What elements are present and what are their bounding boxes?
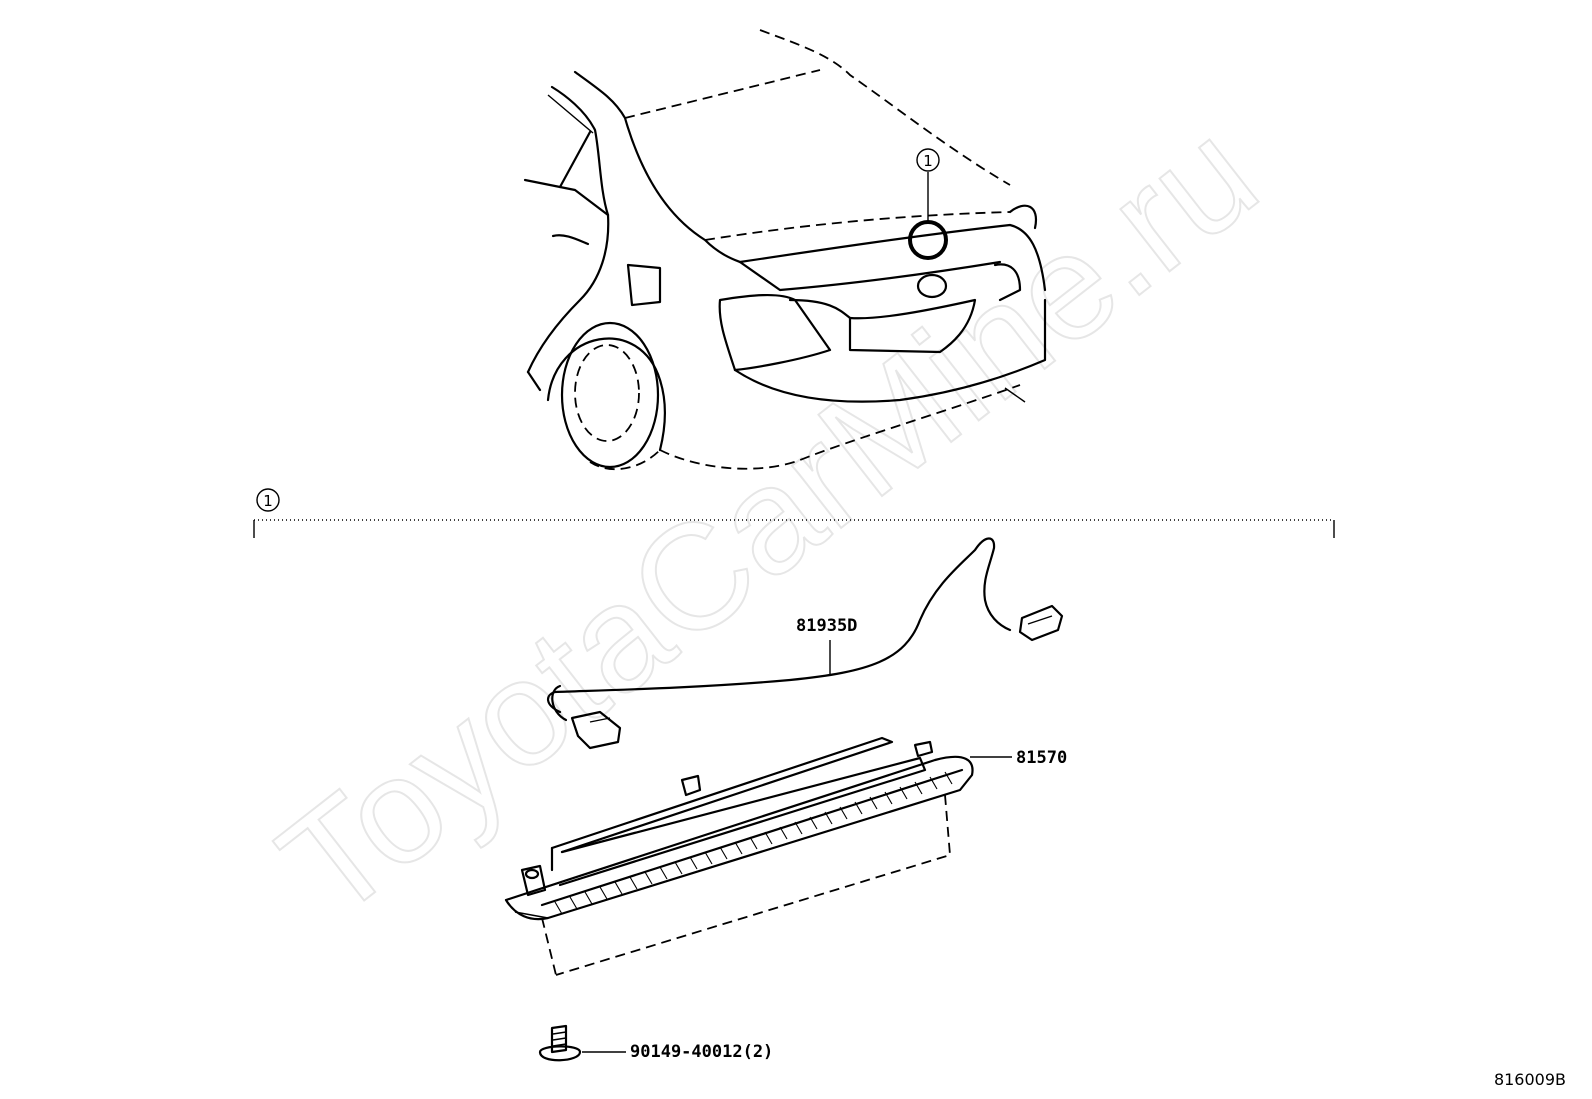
lens-hatching — [554, 771, 953, 915]
part-label-81935D: 81935D — [796, 616, 857, 636]
svg-text:1: 1 — [263, 492, 273, 510]
callout-marker-vehicle: 1 — [916, 148, 940, 172]
wire-harness — [547, 537, 1064, 750]
figure-code: 816009B — [1494, 1070, 1566, 1089]
group-bracket: 1 — [253, 488, 1335, 538]
svg-text:1: 1 — [923, 152, 933, 170]
part-label-screw: 90149-40012(2) — [630, 1042, 773, 1062]
screw — [538, 1024, 626, 1062]
vehicle-rear-illustration — [523, 29, 1047, 471]
stop-lamp-assembly — [504, 736, 1012, 976]
part-label-81570: 81570 — [1016, 748, 1067, 768]
